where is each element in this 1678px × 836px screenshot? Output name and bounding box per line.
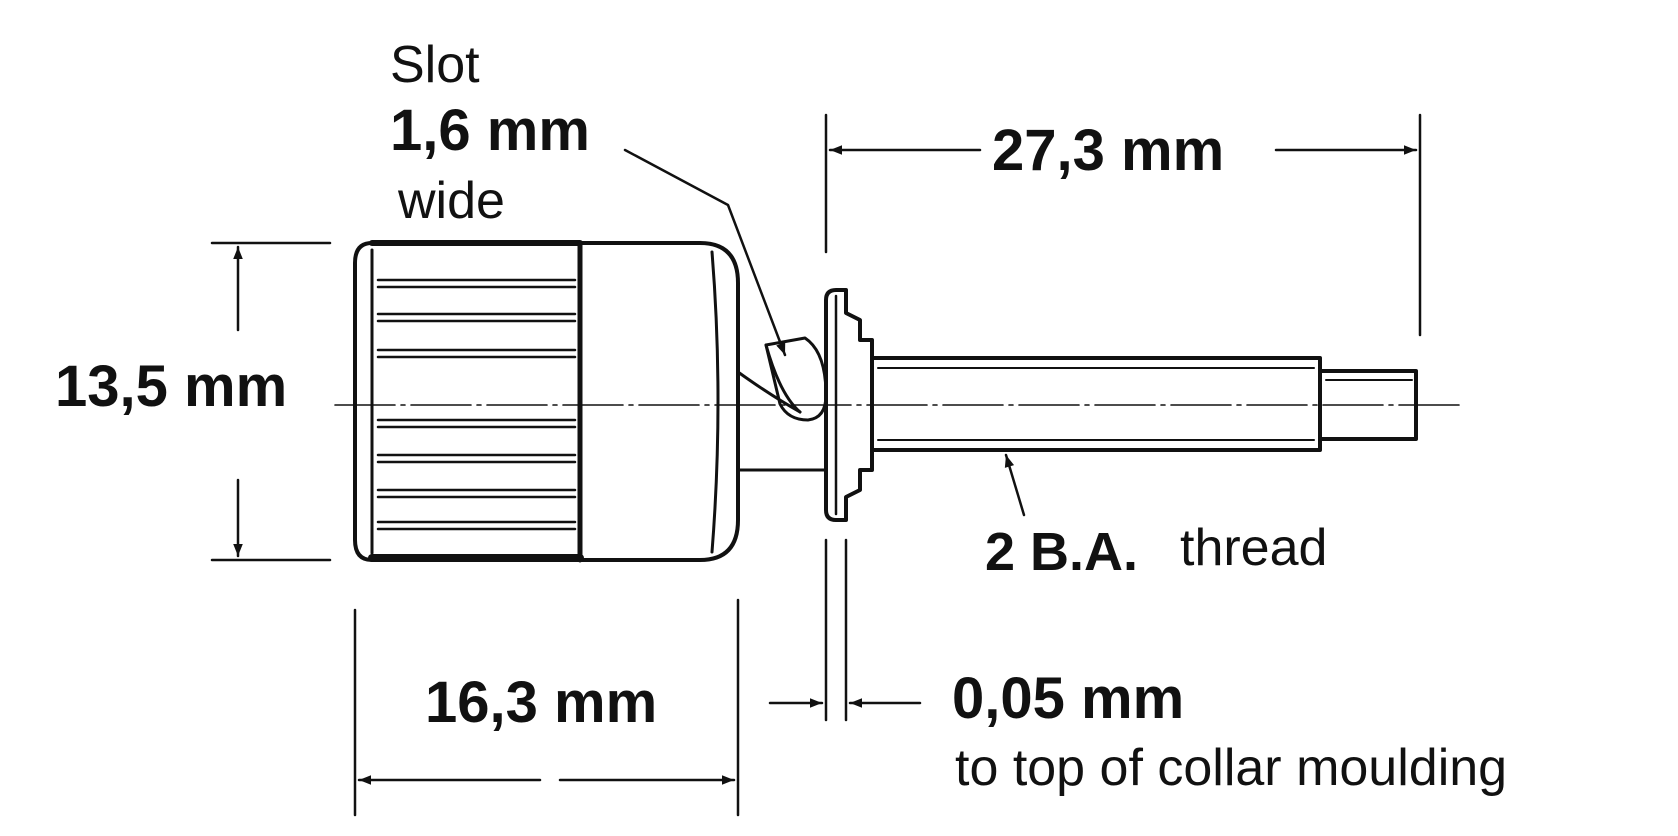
thread-leader-line bbox=[1004, 453, 1026, 517]
diameter-dimension bbox=[210, 241, 332, 562]
diameter-label: 13,5 mm bbox=[55, 354, 287, 419]
knob-body bbox=[353, 240, 740, 563]
gap-note-label: to top of collar moulding bbox=[955, 739, 1507, 797]
slot-neck bbox=[736, 336, 828, 472]
shaft-length-dimension bbox=[824, 113, 1422, 337]
thread-word-label: thread bbox=[1180, 519, 1327, 577]
shaft-length-label: 27,3 mm bbox=[992, 118, 1224, 183]
slot-width-label: 1,6 mm bbox=[390, 98, 590, 163]
slot-label-line1: Slot bbox=[390, 36, 480, 94]
slot-label-line3: wide bbox=[397, 172, 505, 230]
thread-spec-label: 2 B.A. bbox=[985, 522, 1138, 582]
knob-length-label: 16,3 mm bbox=[425, 670, 657, 735]
threaded-shaft bbox=[870, 356, 1418, 452]
slot-leader-line bbox=[623, 148, 787, 357]
knob-length-dimension bbox=[353, 598, 740, 817]
gap-dimension bbox=[768, 538, 922, 722]
knurl-grooves bbox=[376, 278, 577, 531]
gap-label: 0,05 mm bbox=[952, 666, 1184, 731]
